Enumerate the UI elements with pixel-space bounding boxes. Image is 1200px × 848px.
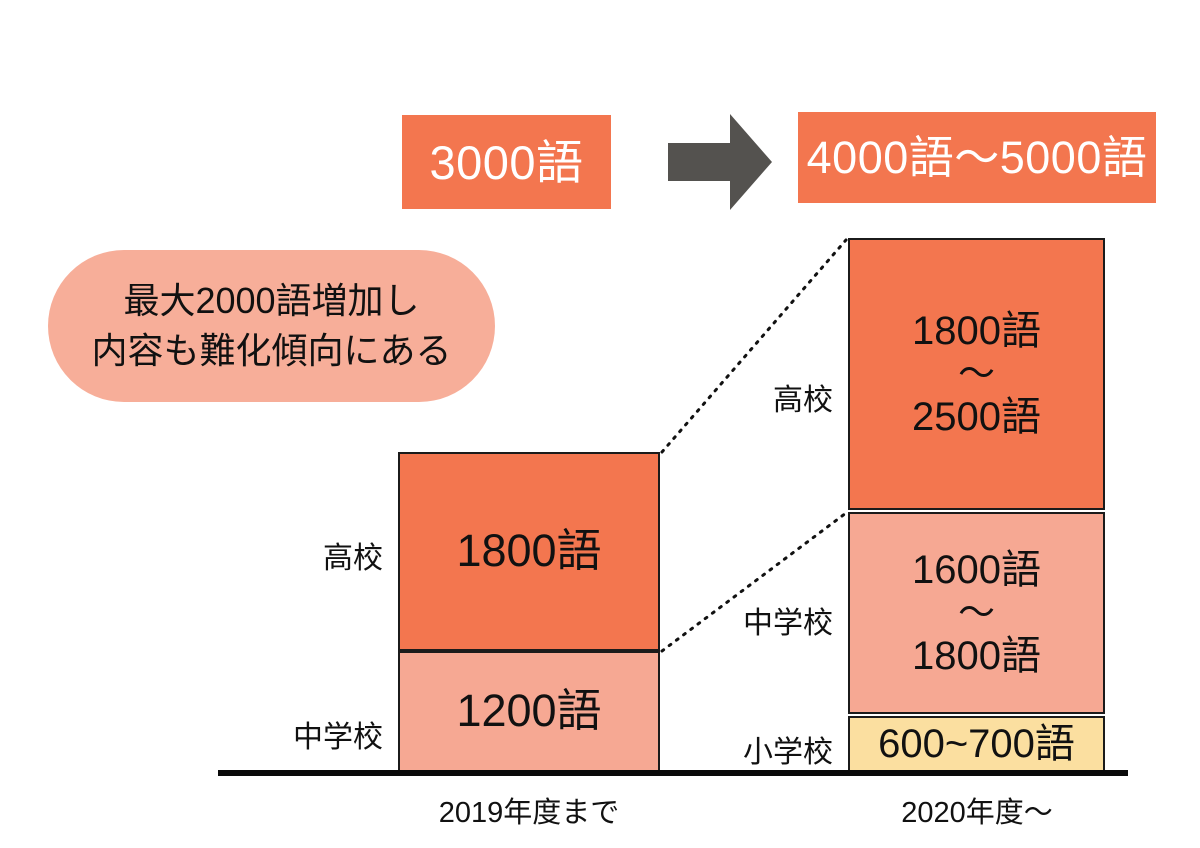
bar-value-after-junior-high-max: 1800語 — [912, 633, 1041, 678]
category-label-after-high-school: 高校 — [773, 384, 833, 417]
bar-segment-after-high-school: 1800語 ～ 2500語 — [848, 238, 1105, 510]
bar-value-before-junior-high: 1200語 — [456, 685, 602, 737]
total-banner-after: 4000語～5000語 — [798, 112, 1156, 203]
callout-line-2: 内容も難化傾向にある — [91, 330, 452, 371]
bar-segment-after-elementary: 600~700語 — [848, 716, 1105, 772]
category-label-before-high-school: 高校 — [323, 542, 383, 575]
callout-line-1: 最大2000語増加し — [123, 280, 420, 322]
bar-segment-before-junior-high: 1200語 — [398, 651, 660, 772]
axis-caption-before: 2019年度まで — [438, 797, 620, 829]
bar-value-after-high-school-min: 1800語 — [912, 308, 1041, 353]
total-banner-before: 3000語 — [402, 115, 611, 209]
bar-value-before-high-school: 1800語 — [456, 525, 602, 577]
axis-baseline — [218, 770, 1128, 776]
category-label-before-junior-high: 中学校 — [293, 721, 383, 754]
bar-segment-before-high-school: 1800語 — [398, 452, 660, 651]
bar-value-after-high-school-max: 2500語 — [912, 394, 1041, 439]
arrow-right-icon — [660, 110, 778, 214]
bar-range-tilde-after-junior-high: ～ — [958, 592, 995, 634]
bar-range-tilde-after-high-school: ～ — [958, 353, 995, 395]
category-label-after-elementary: 小学校 — [743, 736, 833, 769]
category-label-after-junior-high: 中学校 — [743, 607, 833, 640]
bar-value-after-junior-high-min: 1600語 — [912, 547, 1041, 592]
bar-segment-after-junior-high: 1600語 ～ 1800語 — [848, 512, 1105, 714]
axis-caption-after: 2020年度～ — [901, 797, 1053, 829]
bar-value-after-elementary: 600~700語 — [878, 721, 1075, 766]
callout-bubble: 最大2000語増加し 内容も難化傾向にある — [48, 250, 495, 402]
